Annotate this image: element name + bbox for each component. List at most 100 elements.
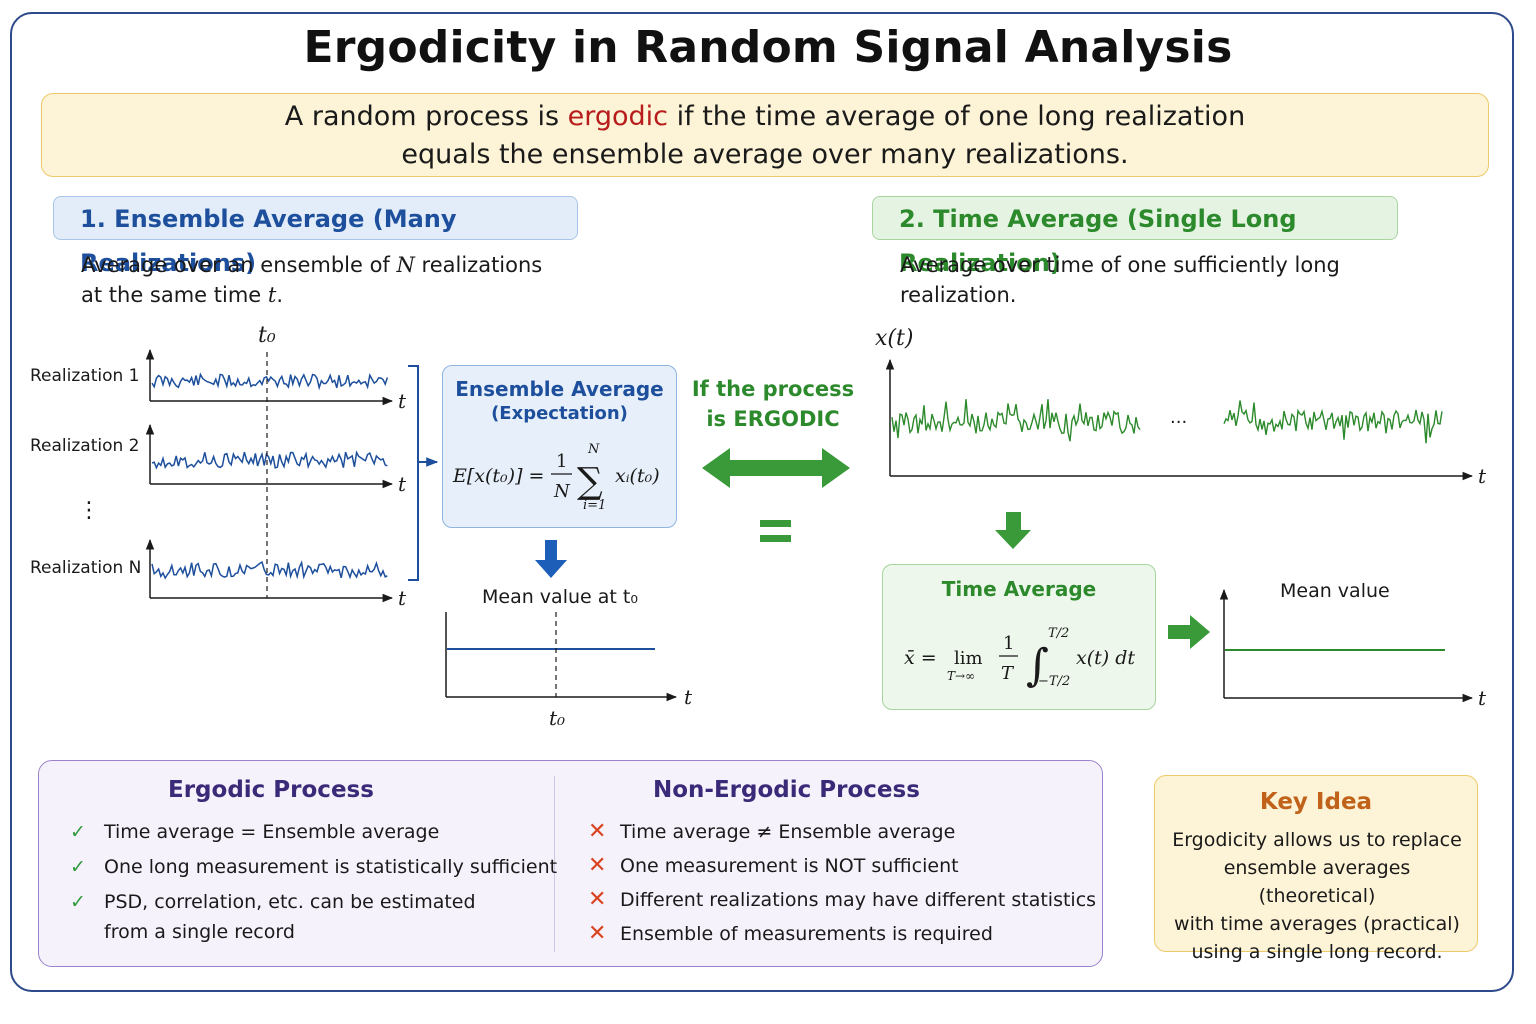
- ergodic-condition-line1: If the process: [691, 377, 855, 401]
- definition-pre: A random process is: [284, 101, 568, 132]
- time-desc-line1: Average over time of one sufficiently lo…: [900, 253, 1340, 277]
- check-icon: ✓: [70, 891, 86, 913]
- ensemble-desc-var-n: N: [396, 253, 415, 277]
- time-formula-num: 1: [1003, 633, 1014, 654]
- time-formula-lim: lim: [954, 648, 983, 669]
- time-desc-line2: realization.: [900, 283, 1017, 307]
- time-signal-axis-t: t: [1478, 464, 1487, 488]
- time-formula-den: T: [1001, 663, 1015, 684]
- ensemble-desc-line2-pre: at the same time: [81, 283, 268, 307]
- outer-frame: [10, 12, 1514, 992]
- realization-2-axis-t: t: [398, 472, 407, 496]
- ensemble-mean-label: Mean value at t₀: [482, 586, 638, 608]
- ensemble-description: Average over an ensemble of N realizatio…: [81, 250, 542, 310]
- time-mean-plot: [1219, 588, 1474, 703]
- realization-vdots: ⋮: [78, 498, 100, 523]
- ensemble-desc-line1-pre: Average over an ensemble of: [81, 253, 397, 277]
- ergodic-item-3-text: PSD, correlation, etc. can be estimated: [104, 891, 476, 913]
- non-ergodic-item-1-text: Time average ≠ Ensemble average: [620, 821, 956, 843]
- ensemble-heading: 1. Ensemble Average (Many Realizations): [53, 196, 578, 277]
- ergodic-item-2: ✓ One long measurement is statistically s…: [70, 852, 557, 882]
- time-formula: x̄ = lim T→∞ 1 T ∫ T/2 −T/2 x(t) dt: [904, 626, 1135, 691]
- cross-icon: ✕: [588, 921, 607, 946]
- realization-label-n: Realization N: [30, 558, 142, 578]
- time-formula-lhs: x̄ =: [904, 647, 937, 669]
- ergodic-item-3-continued: from a single record: [104, 921, 295, 943]
- time-heading: 2. Time Average (Single Long Realization…: [872, 196, 1398, 277]
- ensemble-formula-den: N: [553, 481, 571, 502]
- non-ergodic-process-heading: Non-Ergodic Process: [653, 777, 920, 803]
- comparison-panel: [38, 760, 1103, 967]
- ensemble-formula-lhs: E[x(t₀)] =: [452, 465, 544, 487]
- ergodic-condition-line2: is ERGODIC: [706, 407, 840, 431]
- time-formula-int-lower: −T/2: [1038, 674, 1070, 689]
- realization-1-axes: [145, 348, 394, 406]
- definition-highlight: ergodic: [567, 101, 669, 132]
- non-ergodic-item-4-text: Ensemble of measurements is required: [620, 923, 993, 945]
- non-ergodic-item-2: ✕One measurement is NOT sufficient: [588, 851, 959, 881]
- check-icon: ✓: [70, 856, 86, 878]
- time-right-arrow-icon: [1168, 615, 1210, 649]
- time-mean-axis-t: t: [1478, 686, 1487, 710]
- realization-1-signal: [151, 372, 389, 391]
- ensemble-formula-sum-upper: N: [587, 442, 600, 457]
- ensemble-bracket: [408, 365, 419, 581]
- realization-label-2: Realization 2: [30, 436, 140, 456]
- realization-n-axis-t: t: [398, 586, 407, 610]
- ergodic-condition-label: If the process is ERGODIC: [690, 374, 856, 434]
- time-down-arrow-icon: [995, 512, 1031, 549]
- time-signal-axes: [885, 358, 1474, 481]
- ensemble-box-title: Ensemble Average: [455, 377, 664, 401]
- time-formula-integral: ∫: [1026, 640, 1049, 691]
- ergodic-item-1: ✓ Time average = Ensemble average: [70, 817, 439, 847]
- realization-n-axes: [145, 538, 394, 603]
- time-description: Average over time of one sufficiently lo…: [900, 250, 1340, 310]
- equals-sign-bottom: [760, 535, 791, 542]
- ensemble-formula-sum-lower: i=1: [583, 498, 606, 513]
- check-icon: ✓: [70, 821, 86, 843]
- ergodic-item-1-text: Time average = Ensemble average: [104, 821, 440, 843]
- time-formula-integrand: x(t) dt: [1076, 647, 1135, 669]
- non-ergodic-item-3: ✕ Different realizations may have differe…: [588, 885, 1096, 915]
- ensemble-desc-line2: at the same time t.: [81, 280, 542, 310]
- page-title: Ergodicity in Random Signal Analysis: [303, 22, 1233, 73]
- key-idea-box: Key Idea Ergodicity allows us to replace…: [1154, 775, 1478, 963]
- non-ergodic-item-3-text: Different realizations may have differen…: [620, 889, 1097, 911]
- realization-label-1: Realization 1: [30, 366, 140, 386]
- definition-box: A random process is ergodic if the time …: [41, 93, 1489, 177]
- ensemble-formula-term: xᵢ(t₀): [615, 465, 660, 487]
- cross-icon: ✕: [588, 819, 607, 844]
- non-ergodic-item-1: ✕ Time average ≠ Ensemble average: [588, 817, 955, 847]
- ensemble-formula-sum: ∑: [577, 461, 603, 502]
- cross-icon: ✕: [588, 887, 607, 912]
- non-ergodic-item-2-text: One measurement is NOT sufficient: [620, 855, 959, 877]
- ergodic-process-heading: Ergodic Process: [168, 777, 374, 803]
- key-idea-line-2: ensemble averages (theoretical): [1223, 857, 1411, 907]
- ensemble-mean-axis-t: t: [684, 685, 693, 709]
- key-idea-body: Ergodicity allows us to replace ensemble…: [1165, 826, 1469, 966]
- definition-post: if the time average of one long realizat…: [668, 101, 1246, 132]
- t0-label: t₀: [258, 323, 276, 348]
- definition-line-2: equals the ensemble average over many re…: [401, 139, 1129, 170]
- key-idea-heading: Key Idea: [1259, 789, 1373, 815]
- ensemble-desc-line1: Average over an ensemble of N realizatio…: [81, 250, 542, 280]
- ensemble-desc-var-t: t: [267, 283, 277, 307]
- ensemble-average-box: Ensemble Average (Expectation): [442, 365, 677, 528]
- ergodic-double-arrow-icon: [702, 448, 850, 488]
- time-signal-ellipsis: ···: [1170, 412, 1187, 433]
- ergodic-item-2-text: One long measurement is statistically su…: [104, 856, 558, 878]
- ensemble-mean-plot: [445, 612, 678, 702]
- time-formula-lim-sub: T→∞: [947, 669, 975, 683]
- time-signal-segment-1: [891, 399, 1141, 442]
- time-average-box: Time Average: [882, 564, 1156, 710]
- ergodic-item-3: ✓ PSD, correlation, etc. can be estimated: [70, 887, 476, 917]
- ensemble-desc-line2-post: .: [276, 283, 284, 307]
- ensemble-box-subtitle: (Expectation): [491, 403, 628, 424]
- realization-2-axes: [145, 423, 394, 489]
- key-idea-line-3: with time averages (practical): [1174, 913, 1460, 935]
- time-mean-label: Mean value: [1280, 580, 1390, 602]
- realization-2-signal: [151, 450, 388, 470]
- time-formula-int-upper: T/2: [1048, 626, 1069, 641]
- ensemble-formula: E[x(t₀)] = 1 N N ∑ i=1 xᵢ(t₀): [452, 442, 660, 513]
